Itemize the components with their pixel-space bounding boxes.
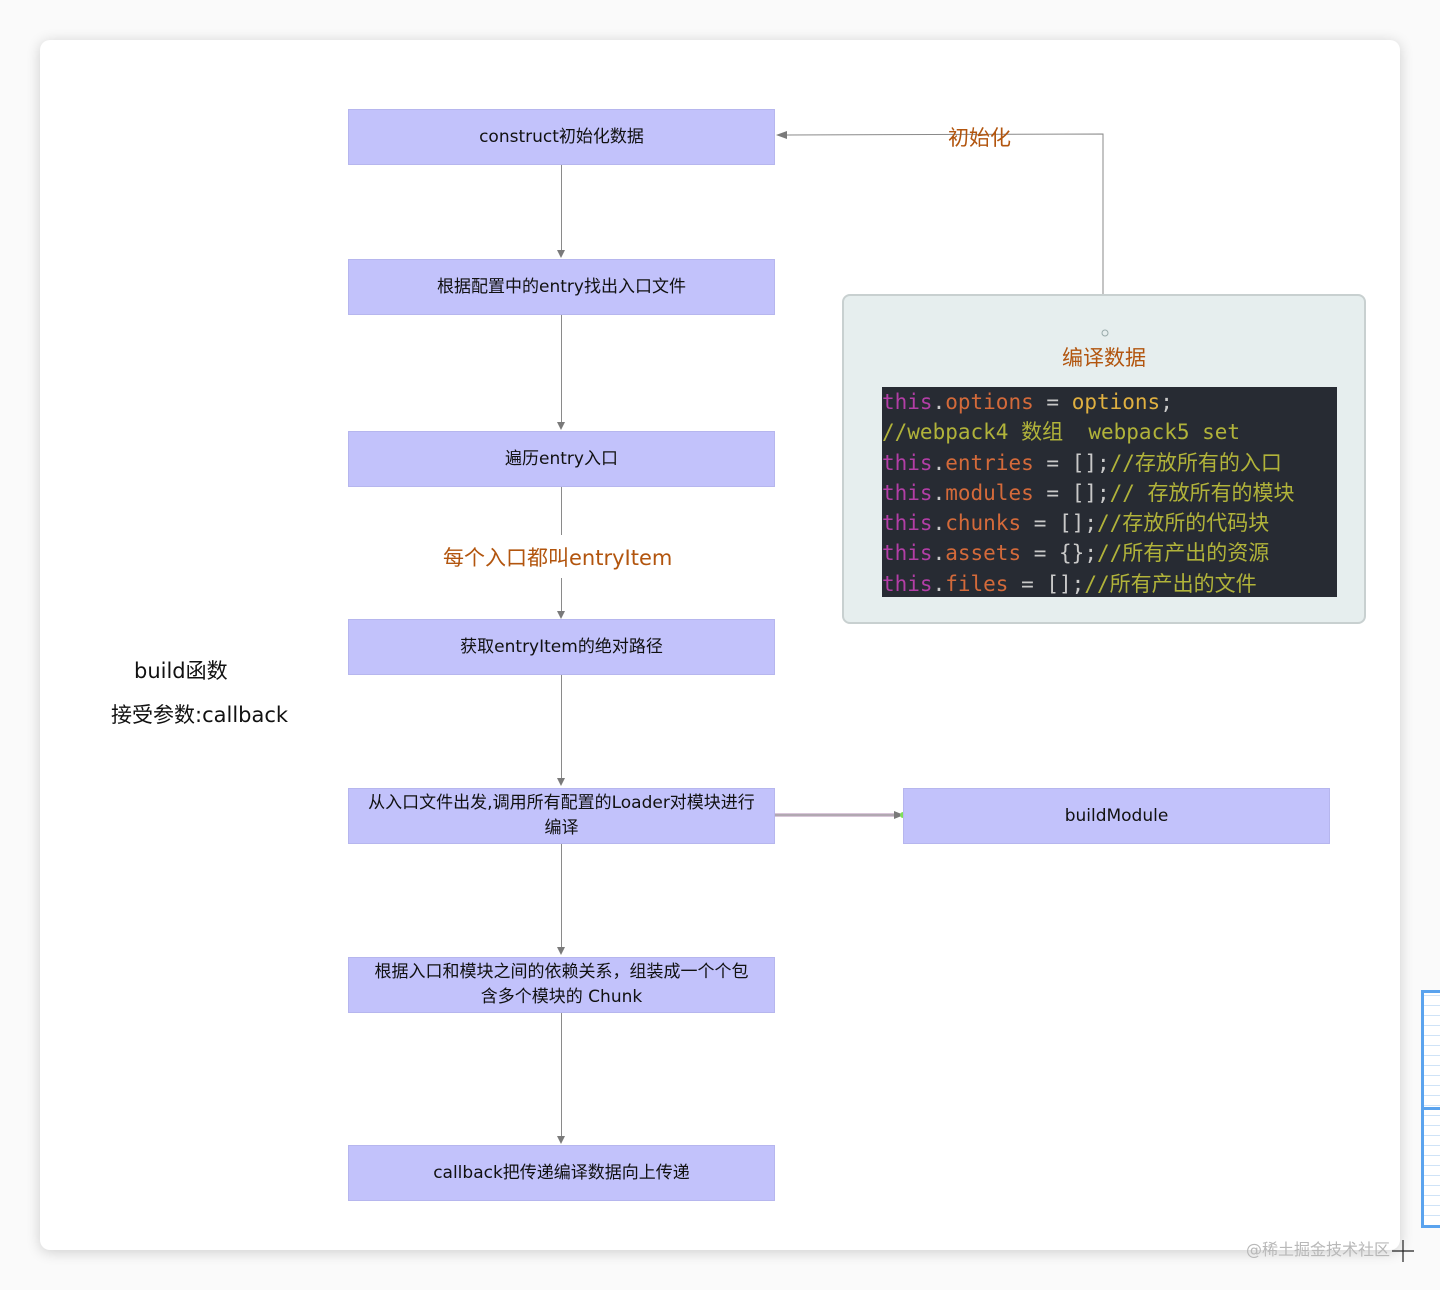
node-chunk[interactable]: 根据入口和模块之间的依赖关系，组装成一个个包 含多个模块的 Chunk [348,957,775,1013]
node-label: buildModule [1064,805,1169,826]
code-token: . [932,571,946,596]
code-token: = [1033,480,1072,505]
node-label-line1: 从入口文件出发,调用所有配置的Loader对模块进行 [368,793,755,813]
connector-chunk-callback [561,1013,562,1137]
node-label-line2: 含多个模块的 Chunk [480,987,643,1007]
node-label: 获取entryItem的绝对路径 [460,636,663,657]
code-token: []; [1059,511,1097,536]
arrowhead-icon [557,611,565,619]
entry-item-note: 每个入口都叫entryItem [443,546,673,570]
connector-construct-find [561,165,562,251]
code-line: this.assets = {};//所有产出的资源 [882,538,1337,568]
code-token: //存放所的代码块 [1096,511,1270,536]
build-params-label: 接受参数:callback [111,703,289,727]
code-token: //存放所有的入口 [1109,450,1282,475]
code-token: options [945,390,1034,414]
node-build-module[interactable]: buildModule [903,788,1330,844]
code-token: this [882,450,933,475]
arrowhead-icon [557,947,565,955]
code-token: {}; [1059,541,1097,566]
code-line: this.modules = [];// 存放所有的模块 [882,478,1337,508]
code-token: this [882,390,933,414]
code-token: ; [1160,390,1173,414]
code-token: = [1021,541,1060,566]
arrowhead-icon [557,778,565,786]
connector-find-traverse [561,315,562,423]
arrowhead-icon [557,250,565,258]
node-callback[interactable]: callback把传递编译数据向上传递 [348,1145,775,1201]
panel-title: 编译数据 [1062,346,1146,370]
arrowhead-icon [776,131,787,139]
code-token: files [945,571,1009,596]
node-compile[interactable]: 从入口文件出发,调用所有配置的Loader对模块进行 编译 [348,788,775,844]
code-token: chunks [945,511,1022,536]
anchor-point-icon [1101,329,1109,337]
code-line: this.options = options; [882,387,1337,417]
code-token: this [882,511,933,536]
code-token: = [1021,511,1060,536]
node-find-entry[interactable]: 根据配置中的entry找出入口文件 [348,259,775,315]
code-token: = [1033,450,1072,475]
build-function-label: build函数 [134,659,228,683]
arrowhead-icon [894,811,904,819]
code-token: . [932,450,946,475]
node-label: construct初始化数据 [479,126,644,147]
node-get-path[interactable]: 获取entryItem的绝对路径 [348,619,775,675]
code-token: . [932,390,946,414]
node-label: 根据配置中的entry找出入口文件 [437,276,686,297]
code-token: modules [945,480,1034,505]
code-line: this.entries = [];//存放所有的入口 [882,448,1337,478]
code-token: //所有产出的文件 [1084,571,1257,596]
code-token: []; [1046,571,1085,596]
code-token: = [1033,390,1072,414]
node-construct[interactable]: construct初始化数据 [348,109,775,165]
connector-traverse-note [561,487,562,535]
node-label-line1: 根据入口和模块之间的依赖关系，组装成一个个包 [374,962,749,982]
code-line: this.files = [];//所有产出的文件 [882,569,1337,597]
crosshair-cursor-icon [1392,1240,1414,1262]
code-token: . [932,511,946,536]
node-label-line2: 编译 [544,818,579,838]
code-token: // 存放所有的模块 [1109,480,1295,505]
connector-getpath-compile [561,675,562,779]
init-arrow-label: 初始化 [948,126,1011,150]
code-block: this.options = options;//webpack4 数组 web… [882,387,1337,597]
connector-compile-chunk [561,844,562,948]
code-token: options [1071,390,1161,414]
arrowhead-icon [557,422,565,430]
code-token: assets [945,541,1022,566]
code-token: []; [1071,480,1110,505]
node-label: 遍历entry入口 [505,448,618,469]
code-token: = [1008,571,1047,596]
code-token: entries [945,450,1034,475]
code-token: . [932,480,946,505]
code-line: this.chunks = [];//存放所的代码块 [882,508,1337,538]
code-token: this [882,541,933,566]
code-line: //webpack4 数组 webpack5 set [882,417,1337,447]
code-token: //webpack4 数组 webpack5 set [882,420,1241,445]
node-traverse-entry[interactable]: 遍历entry入口 [348,431,775,487]
code-token: []; [1071,450,1110,475]
node-label: callback把传递编译数据向上传递 [433,1162,690,1183]
arrowhead-icon [557,1136,565,1144]
code-token: this [882,480,933,505]
code-token: . [932,541,946,566]
code-token: //所有产出的资源 [1096,541,1270,566]
ruler-divider [1421,1107,1440,1110]
connector-note-getpath [561,578,562,612]
watermark: @稀土掘金技术社区 [1246,1240,1391,1259]
code-token: this [882,571,933,596]
